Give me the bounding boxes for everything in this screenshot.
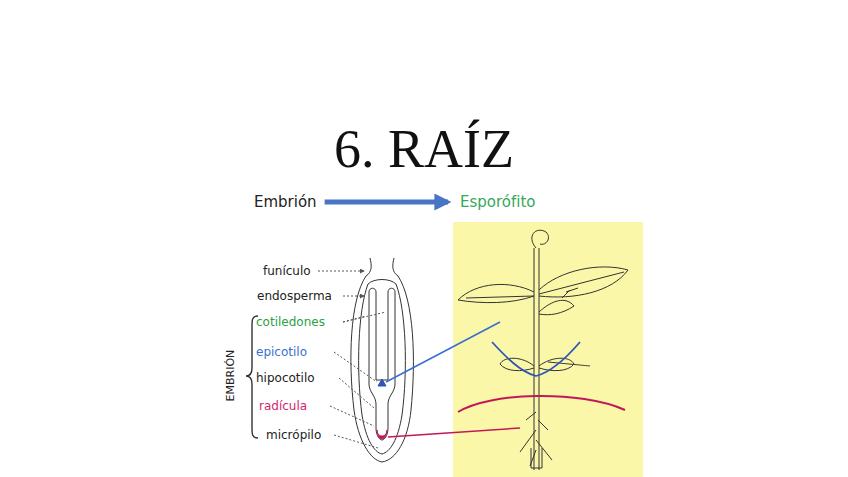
epicotyl-marker: [492, 342, 580, 376]
radicle-marker: [458, 396, 625, 412]
slide-title: 6. RAÍZ: [0, 118, 848, 180]
group-label: EMBRIÓN: [224, 350, 237, 402]
stage-label: Esporófito: [458, 192, 538, 212]
part-label: endosperma: [257, 289, 332, 303]
plant-drawing: [458, 230, 628, 470]
flow-arrow: [325, 200, 448, 205]
part-label: hipocotilo: [256, 371, 315, 385]
epicotyl-link: [386, 322, 500, 382]
part-label: micrópilo: [266, 428, 321, 442]
stage-label: Embrión: [252, 192, 319, 212]
part-label: cotiledones: [256, 315, 325, 329]
stage-text: Embrión: [254, 193, 317, 211]
stage-text: Esporófito: [460, 193, 536, 211]
part-label: radícula: [259, 399, 307, 413]
seed-drawing: [351, 258, 414, 462]
plant-panel: [453, 222, 643, 477]
radicle-link: [388, 428, 520, 437]
part-label: epicotilo: [256, 345, 307, 359]
part-label: funículo: [263, 264, 311, 278]
